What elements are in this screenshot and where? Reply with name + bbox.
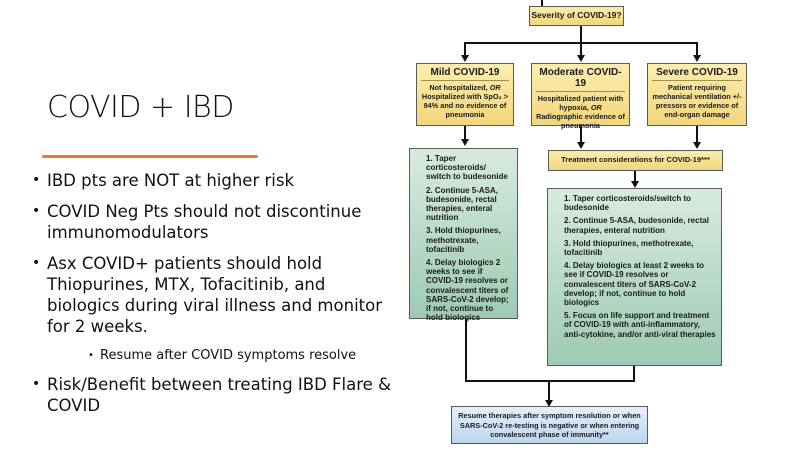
connector-line	[696, 42, 698, 56]
step-item: 2. Continue 5-ASA, budesonide, rectal th…	[564, 216, 709, 235]
resume-therapies-box: Resume therapies after symptom resolutio…	[451, 406, 648, 444]
severity-question-text: Severity of COVID-19?	[531, 10, 622, 20]
connector-line	[464, 126, 466, 140]
connector-line	[580, 26, 582, 43]
severe-covid-box: Severe COVID-19 Patient requiring mechan…	[647, 63, 747, 126]
treatment-considerations-text: Treatment considerations for COVID-19***	[561, 155, 710, 164]
step-item: 5. Focus on life support and treatment o…	[564, 311, 716, 339]
moderate-covid-criteria: Hospitalized patient with hypoxia, OR Ra…	[536, 94, 625, 130]
severe-covid-title: Severe COVID-19	[652, 64, 742, 81]
connector-line	[464, 42, 466, 56]
bullet-item: Asx COVID+ patients should hold Thiopuri…	[30, 253, 400, 337]
arrow-down-icon	[461, 55, 469, 62]
mild-covid-box: Mild COVID-19 Not hospitalized, OR Hospi…	[416, 63, 514, 126]
step-item: 1. Taper corticosteroids/switch to budes…	[564, 194, 691, 213]
connector-line	[548, 380, 550, 402]
arrow-down-icon	[461, 139, 469, 146]
bullet-item: IBD pts are NOT at higher risk	[30, 170, 400, 191]
step-item: 1. Taper corticosteroids/ switch to bude…	[426, 154, 508, 182]
bullet-item: Risk/Benefit between treating IBD Flare …	[30, 374, 400, 416]
arrow-down-icon	[545, 400, 553, 407]
connector-line	[696, 126, 698, 143]
slide-title: COVID + IBD	[47, 90, 234, 125]
sub-bullet-item: Resume after COVID symptoms resolve	[30, 347, 400, 364]
connector-line	[465, 380, 635, 382]
severity-question-box: Severity of COVID-19?	[529, 6, 624, 26]
connector-line	[580, 42, 582, 56]
connector-line	[580, 126, 582, 143]
connector-line	[633, 366, 635, 382]
step-item: 4. Delay biologics 2 weeks to see if COV…	[426, 258, 509, 323]
arrow-down-icon	[577, 55, 585, 62]
moderate-covid-title: Moderate COVID-19	[536, 64, 625, 92]
resume-therapies-text: Resume therapies after symptom resolutio…	[458, 411, 641, 439]
bullet-text: Asx COVID+ patients should hold Thiopuri…	[47, 254, 382, 336]
connector-line	[634, 171, 636, 182]
treatment-considerations-box: Treatment considerations for COVID-19***	[548, 150, 723, 171]
mild-steps-box: 1. Taper corticosteroids/ switch to bude…	[409, 148, 518, 322]
bullet-list: IBD pts are NOT at higher risk COVID Neg…	[30, 170, 400, 426]
mild-covid-title: Mild COVID-19	[421, 64, 509, 81]
arrow-down-icon	[693, 55, 701, 62]
arrow-down-icon	[693, 142, 701, 149]
step-item: 3. Hold thiopurines, methotrexate, tofac…	[426, 226, 501, 254]
mod-severe-steps-box: 1. Taper corticosteroids/switch to budes…	[547, 188, 722, 366]
title-underline	[42, 155, 258, 158]
step-item: 3. Hold thiopurines, methotrexate, tofac…	[564, 238, 694, 258]
bullet-item: COVID Neg Pts should not discontinue imm…	[30, 201, 400, 243]
mild-covid-criteria: Not hospitalized, OR Hospitalized with S…	[421, 83, 509, 119]
step-item: 4. Delay biologics at least 2 weeks to s…	[564, 261, 705, 308]
severe-covid-criteria: Patient requiring mechanical ventilation…	[652, 83, 742, 119]
mod-severe-steps-list: 1. Taper corticosteroids/switch to budes…	[548, 189, 721, 339]
connector-line	[465, 319, 467, 382]
connector-line	[541, 0, 543, 6]
moderate-covid-box: Moderate COVID-19 Hospitalized patient w…	[531, 63, 630, 130]
arrow-down-icon	[577, 142, 585, 149]
mild-steps-list: 1. Taper corticosteroids/ switch to bude…	[410, 149, 517, 322]
step-item: 2. Continue 5-ASA, budesonide, rectal th…	[426, 185, 499, 223]
arrow-down-icon	[631, 181, 639, 188]
